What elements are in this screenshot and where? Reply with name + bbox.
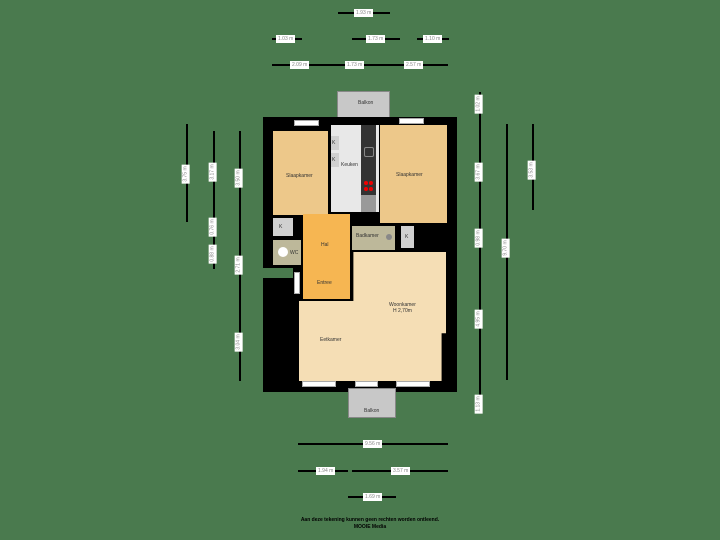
window [396, 381, 430, 387]
living-room-height: H 2,70m [393, 308, 412, 314]
dining-room-label: Eetkamer [320, 337, 342, 343]
window [302, 381, 336, 387]
kitchen-counter [361, 125, 376, 212]
bedroom-right: Slaapkamer [380, 125, 447, 223]
sink-icon [364, 147, 374, 157]
storage-right: K [401, 226, 414, 248]
living-room-label: Woonkamer [389, 302, 416, 308]
storage-left: K [273, 218, 293, 236]
counter-segment [361, 195, 376, 212]
stove-burner-icon [369, 187, 373, 191]
disclaimer-note: Aan deze tekening kunnen geen rechten wo… [300, 517, 440, 530]
hall: Hal Entree [303, 214, 350, 299]
stove-burner-icon [364, 187, 368, 191]
bedroom-left: Slaapkamer [273, 131, 328, 215]
toilet-icon [278, 247, 288, 257]
bathroom: Badkamer [352, 226, 395, 250]
storage-kitchen-1: K [331, 136, 339, 150]
storage-kitchen-2: K [331, 153, 339, 167]
drain-icon [386, 234, 392, 240]
wall-lower-left-notch [263, 268, 293, 278]
window [399, 118, 424, 124]
window [355, 381, 378, 387]
window [294, 272, 300, 294]
balcony-bottom: Balkon [348, 388, 396, 418]
window [294, 120, 319, 126]
wc: WC [273, 240, 301, 265]
stove-burner-icon [369, 181, 373, 185]
stove-burner-icon [364, 181, 368, 185]
